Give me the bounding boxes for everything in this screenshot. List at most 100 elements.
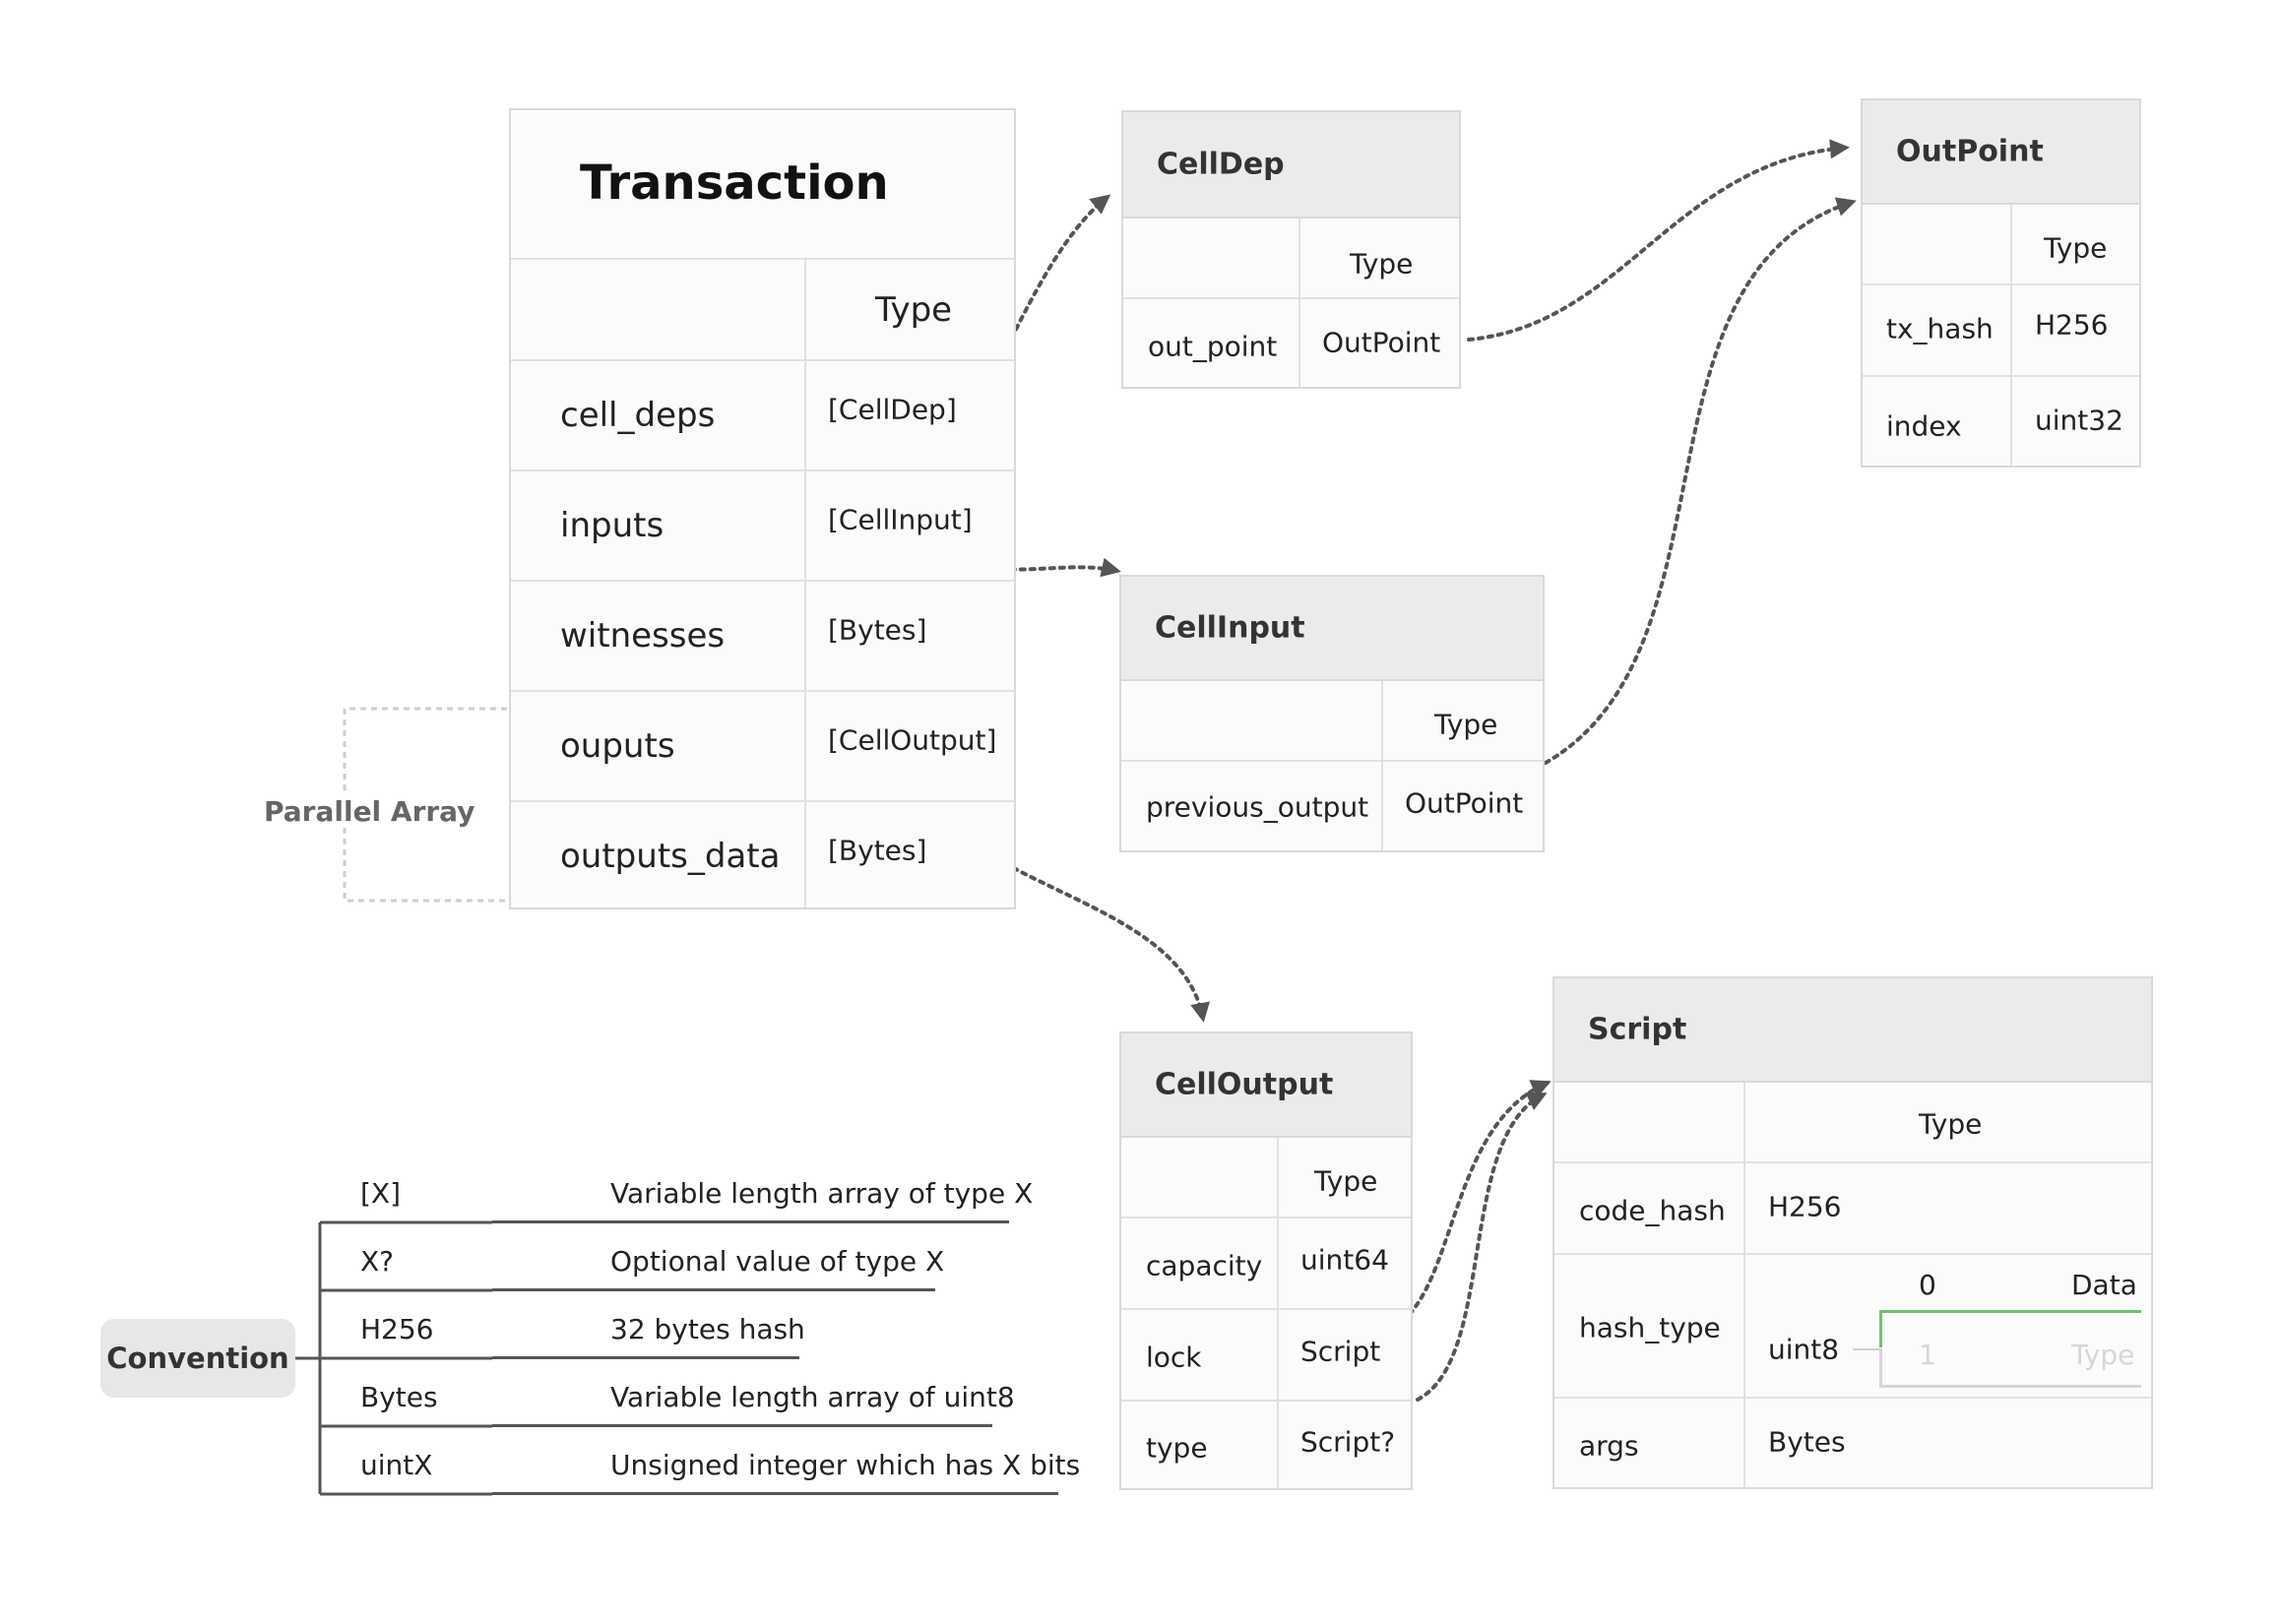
type-column-header: Type bbox=[1919, 1107, 1983, 1141]
script-title: Script bbox=[1588, 1012, 1687, 1047]
script-row-args: args Bytes bbox=[1554, 1399, 2151, 1489]
transaction-row-outputs-data: outputs_data [Bytes] bbox=[511, 802, 1014, 909]
field-type: uint32 bbox=[2035, 404, 2123, 437]
field-name: hash_type bbox=[1579, 1311, 1721, 1344]
transaction-row-witnesses: witnesses [Bytes] bbox=[511, 582, 1014, 692]
field-type: [CellInput] bbox=[828, 503, 973, 536]
type-column-header: Type bbox=[1314, 1164, 1378, 1198]
field-name: out_point bbox=[1148, 330, 1278, 362]
celloutput-header: CellOutput bbox=[1121, 1033, 1411, 1138]
arrow-lock-to-script bbox=[1408, 1080, 1552, 1316]
celloutput-row-type: type Script? bbox=[1121, 1402, 1411, 1490]
transaction-header-row: Type bbox=[511, 258, 1014, 361]
field-type: [Bytes] bbox=[828, 834, 927, 866]
hash-type-type-line bbox=[1879, 1385, 2141, 1388]
hash-type-meaning-type: Type bbox=[2071, 1339, 2135, 1371]
field-type: [CellDep] bbox=[828, 393, 957, 426]
field-name: capacity bbox=[1146, 1249, 1263, 1281]
script-row-hash-type: hash_type uint8 0 Data 1 Type bbox=[1554, 1255, 2151, 1399]
outpoint-header-row: Type bbox=[1863, 205, 2139, 285]
field-name: lock bbox=[1146, 1341, 1202, 1373]
arrow-celldep-to-outpoint bbox=[1467, 139, 1850, 342]
field-name: code_hash bbox=[1579, 1194, 1726, 1226]
cellinput-title: CellInput bbox=[1155, 610, 1305, 646]
field-type: OutPoint bbox=[1405, 786, 1524, 820]
convention-desc-3: Variable length array of uint8 bbox=[610, 1381, 1015, 1413]
field-type: H256 bbox=[2035, 308, 2109, 341]
field-name: inputs bbox=[560, 506, 665, 545]
transaction-title: Transaction bbox=[580, 156, 889, 211]
transaction-row-outputs: ouputs [CellOutput] bbox=[511, 692, 1014, 802]
convention-underline-0 bbox=[492, 1220, 1009, 1223]
field-type: Bytes bbox=[1768, 1425, 1846, 1459]
hash-type-connector bbox=[1853, 1348, 1880, 1350]
field-name: cell_deps bbox=[560, 396, 716, 435]
outpoint-table: OutPoint Type tx_hash H256 index uint32 bbox=[1861, 98, 2141, 468]
script-table: Script Type code_hash H256 hash_type uin… bbox=[1552, 976, 2153, 1489]
script-header: Script bbox=[1554, 978, 2151, 1083]
field-type: H256 bbox=[1768, 1190, 1842, 1222]
field-type: [Bytes] bbox=[828, 613, 927, 647]
convention-desc-0: Variable length array of type X bbox=[610, 1177, 1034, 1210]
convention-tree bbox=[295, 1220, 492, 1496]
field-type: OutPoint bbox=[1322, 326, 1441, 358]
celloutput-header-row: Type bbox=[1121, 1138, 1411, 1218]
convention-key-4: uintX bbox=[360, 1449, 433, 1481]
type-column-header: Type bbox=[1434, 708, 1498, 741]
field-type: uint64 bbox=[1300, 1243, 1389, 1276]
transaction-type-header: Type bbox=[875, 289, 953, 330]
transaction-table: Transaction Type cell_deps [CellDep] inp… bbox=[509, 108, 1016, 909]
hash-type-branch-type bbox=[1879, 1348, 1882, 1388]
celldep-table: CellDep Type out_point OutPoint bbox=[1121, 110, 1461, 389]
field-name: ouputs bbox=[560, 726, 675, 766]
field-type: Script bbox=[1300, 1335, 1381, 1367]
field-name: tx_hash bbox=[1886, 312, 1994, 344]
transaction-row-inputs: inputs [CellInput] bbox=[511, 471, 1014, 582]
field-type: [CellOutput] bbox=[828, 723, 997, 757]
parallel-array-bracket bbox=[343, 707, 507, 903]
field-name: index bbox=[1886, 409, 1962, 443]
convention-desc-2: 32 bytes hash bbox=[610, 1313, 805, 1345]
field-name: args bbox=[1579, 1429, 1639, 1463]
outpoint-row-index: index uint32 bbox=[1863, 377, 2139, 468]
cellinput-header-row: Type bbox=[1121, 681, 1543, 762]
script-header-row: Type bbox=[1554, 1083, 2151, 1163]
convention-key-3: Bytes bbox=[360, 1381, 438, 1413]
type-column-header: Type bbox=[1350, 247, 1414, 281]
field-name: type bbox=[1146, 1431, 1208, 1465]
celloutput-row-capacity: capacity uint64 bbox=[1121, 1218, 1411, 1310]
convention-underline-1 bbox=[492, 1288, 935, 1291]
hash-type-branch-data bbox=[1879, 1310, 1882, 1347]
field-name: previous_output bbox=[1146, 790, 1369, 824]
convention-key-0: [X] bbox=[360, 1177, 402, 1210]
hash-type-meaning-data: Data bbox=[2071, 1269, 2137, 1301]
convention-key-1: X? bbox=[360, 1245, 395, 1278]
parallel-array-label: Parallel Array bbox=[262, 795, 477, 828]
convention-desc-1: Optional value of type X bbox=[610, 1245, 945, 1278]
celloutput-row-lock: lock Script bbox=[1121, 1310, 1411, 1402]
convention-underline-4 bbox=[492, 1492, 1058, 1495]
convention-desc-4: Unsigned integer which has X bits bbox=[610, 1449, 1081, 1481]
outpoint-title: OutPoint bbox=[1896, 134, 2044, 169]
hash-type-value-1: 1 bbox=[1919, 1339, 1936, 1371]
celldep-row-out-point: out_point OutPoint bbox=[1123, 299, 1459, 389]
field-name: witnesses bbox=[560, 616, 726, 656]
arrow-outputs-to-celloutput bbox=[923, 790, 1210, 1023]
celldep-title: CellDep bbox=[1157, 147, 1285, 182]
convention-label: Convention bbox=[106, 1342, 289, 1375]
hash-type-data-line bbox=[1879, 1310, 2141, 1313]
celldep-header: CellDep bbox=[1123, 112, 1459, 219]
arrow-type-to-script bbox=[1416, 1093, 1548, 1402]
convention-underline-2 bbox=[492, 1356, 799, 1359]
field-type: Script? bbox=[1300, 1425, 1396, 1459]
cellinput-row-previous-output: previous_output OutPoint bbox=[1121, 762, 1543, 852]
type-column-header: Type bbox=[2044, 231, 2108, 265]
arrow-cellinput-to-outpoint bbox=[1544, 197, 1857, 765]
field-type: uint8 bbox=[1768, 1333, 1840, 1366]
convention-underline-3 bbox=[492, 1424, 992, 1427]
celldep-header-row: Type bbox=[1123, 219, 1459, 299]
outpoint-row-tx-hash: tx_hash H256 bbox=[1863, 285, 2139, 377]
script-row-code-hash: code_hash H256 bbox=[1554, 1163, 2151, 1255]
convention-badge: Convention bbox=[100, 1319, 295, 1398]
convention-key-2: H256 bbox=[360, 1313, 434, 1345]
